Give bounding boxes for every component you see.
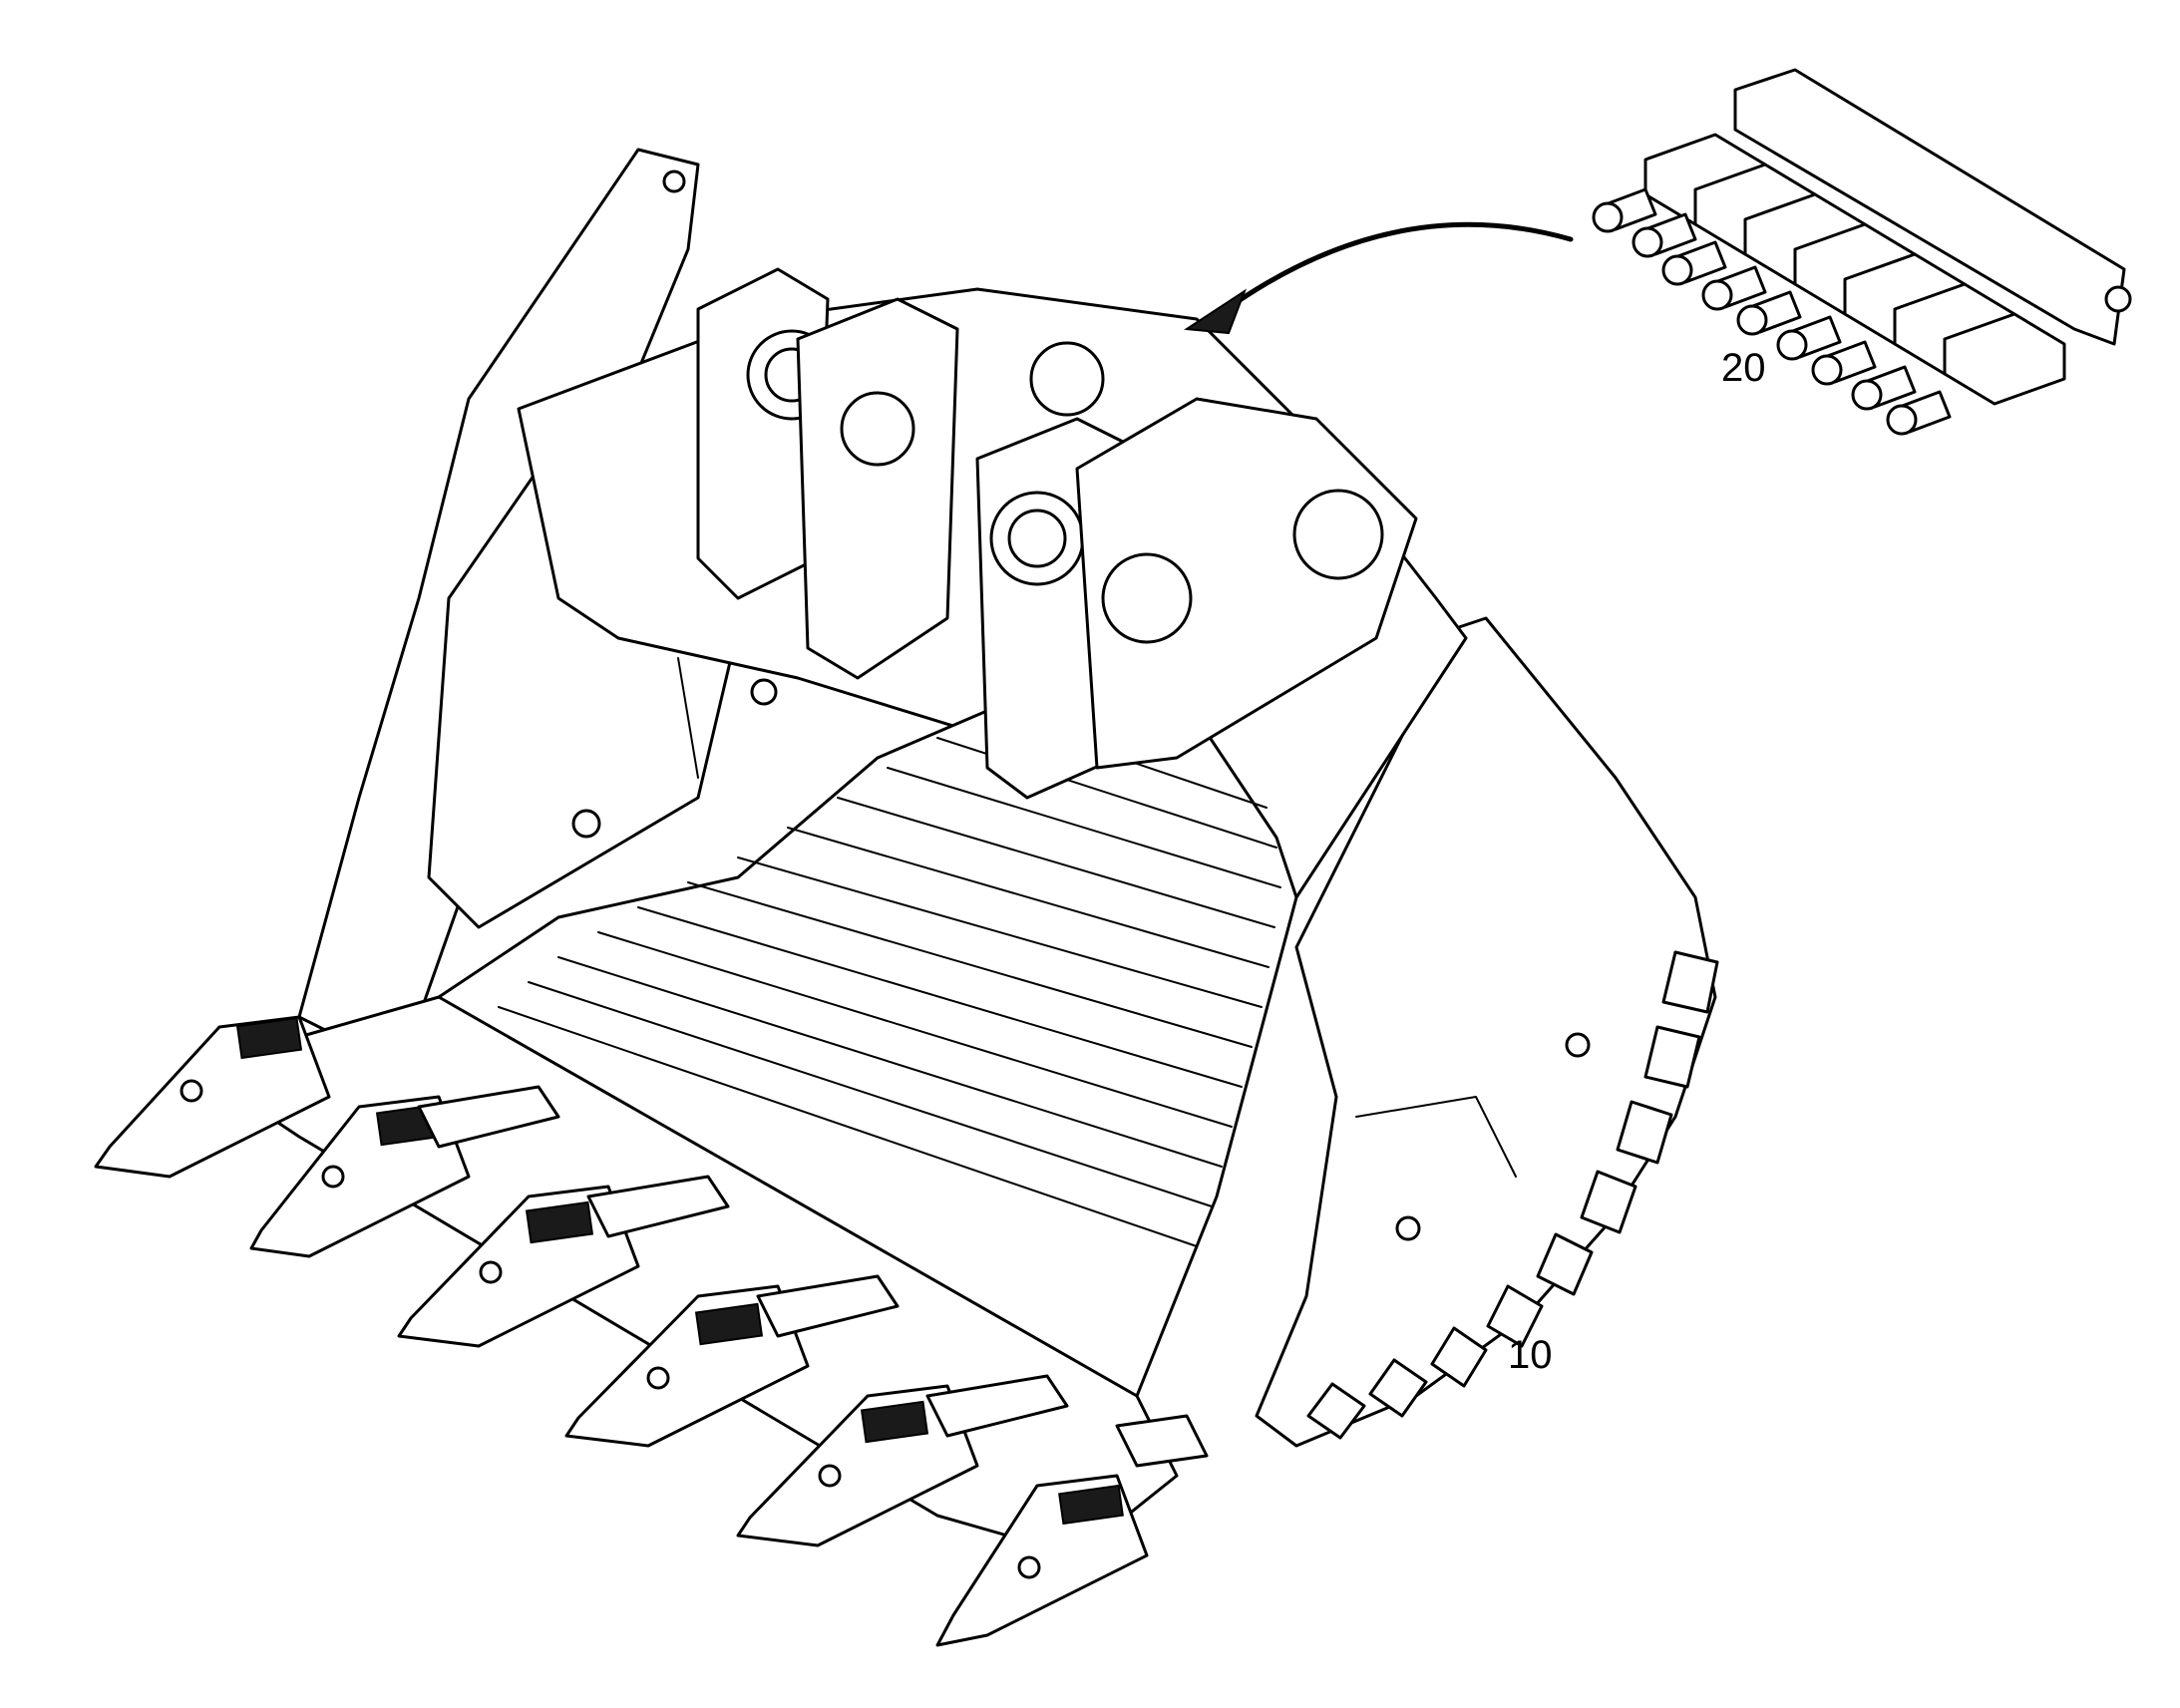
excavator-bucket <box>94 148 1719 1647</box>
grease-fittings <box>1592 187 1952 436</box>
lip-shrouds <box>417 1085 1209 1468</box>
curved-arrow <box>1184 221 1574 335</box>
callout-20: 20 <box>1721 346 1766 390</box>
valve-sections <box>1643 133 2066 406</box>
lubrication-block <box>1592 68 2132 436</box>
bucket-teeth <box>94 1015 1149 1647</box>
mounting-bosses <box>696 267 1418 800</box>
callout-10: 10 <box>1508 1333 1553 1377</box>
side-shroud-blocks <box>1306 950 1719 1440</box>
